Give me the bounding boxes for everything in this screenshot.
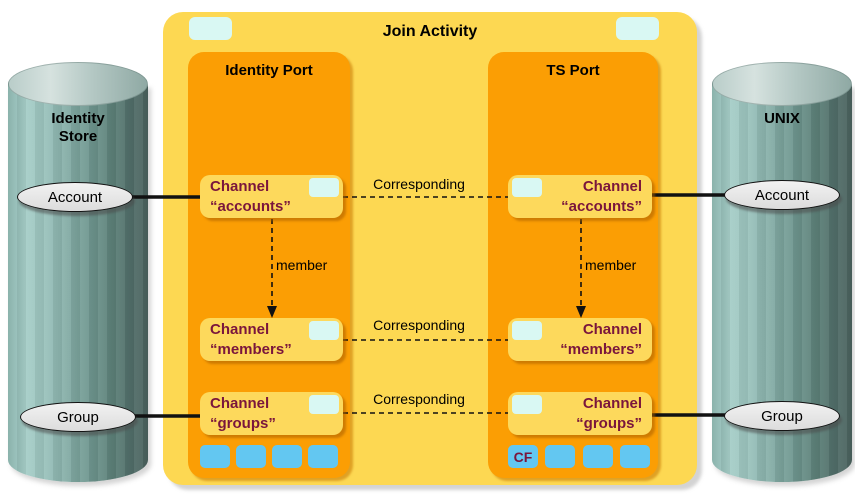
corresponding-label-accounts: Corresponding [373, 176, 465, 192]
channel-label: Channel [582, 395, 642, 412]
activity-tab-square-left [189, 17, 232, 40]
channel-label: Channel [210, 178, 270, 195]
channel-accounts-ts: Channel “accounts” [508, 175, 652, 218]
entity-label: Account [47, 188, 103, 206]
channel-accounts-identity: Channel “accounts” [200, 175, 343, 218]
channel-label: Channel [582, 178, 642, 195]
channel-name: “groups” [210, 415, 276, 432]
member-label-right: member [585, 257, 637, 273]
entity-account-right: Account [724, 180, 840, 210]
channel-groups-ts: Channel “groups” [508, 392, 652, 435]
port-slot-square [545, 445, 575, 468]
identity-store-title-text: Identity Store [51, 110, 105, 145]
channel-label: Channel [210, 321, 270, 338]
channel-chip-icon [512, 178, 542, 197]
entity-label: Group [761, 407, 803, 425]
cylinder-top-face [8, 62, 148, 106]
unix-title-text: UNIX [764, 110, 800, 127]
port-slot-square [308, 445, 338, 468]
cf-square: CF [508, 445, 538, 468]
channel-members-ts: Channel “members” [508, 318, 652, 361]
member-label-left: member [276, 257, 328, 273]
channel-label: Channel [582, 321, 642, 338]
port-slot-square [200, 445, 230, 468]
port-slot-square [583, 445, 613, 468]
channel-name: “accounts” [210, 198, 291, 215]
channel-name: “members” [560, 341, 642, 358]
ts-port-title: TS Port [546, 62, 600, 79]
channel-chip-icon [309, 321, 339, 340]
corresponding-label-members: Corresponding [373, 317, 465, 333]
channel-name: “members” [210, 341, 292, 358]
entity-group-left: Group [20, 402, 136, 432]
entity-label: Group [57, 408, 99, 426]
port-slot-square [272, 445, 302, 468]
corresponding-label-groups: Corresponding [373, 391, 465, 407]
channel-members-identity: Channel “members” [200, 318, 343, 361]
entity-group-right: Group [724, 401, 840, 431]
channel-name: “groups” [576, 415, 642, 432]
entity-label: Account [754, 186, 810, 204]
join-activity-title: Join Activity [382, 23, 478, 40]
cf-label: CF [513, 448, 533, 465]
channel-name: “accounts” [561, 198, 642, 215]
unix-title: UNIX [712, 110, 852, 128]
port-slot-square [236, 445, 266, 468]
identity-store-title: Identity Store [8, 110, 148, 146]
channel-label: Channel [210, 395, 270, 412]
channel-chip-icon [512, 321, 542, 340]
channel-chip-icon [512, 395, 542, 414]
activity-tab-square-right [616, 17, 659, 40]
cylinder-top-face [712, 62, 852, 106]
port-slot-square [620, 445, 650, 468]
identity-port-title: Identity Port [225, 62, 313, 79]
channel-chip-icon [309, 178, 339, 197]
channel-groups-identity: Channel “groups” [200, 392, 343, 435]
entity-account-left: Account [17, 182, 133, 212]
channel-chip-icon [309, 395, 339, 414]
